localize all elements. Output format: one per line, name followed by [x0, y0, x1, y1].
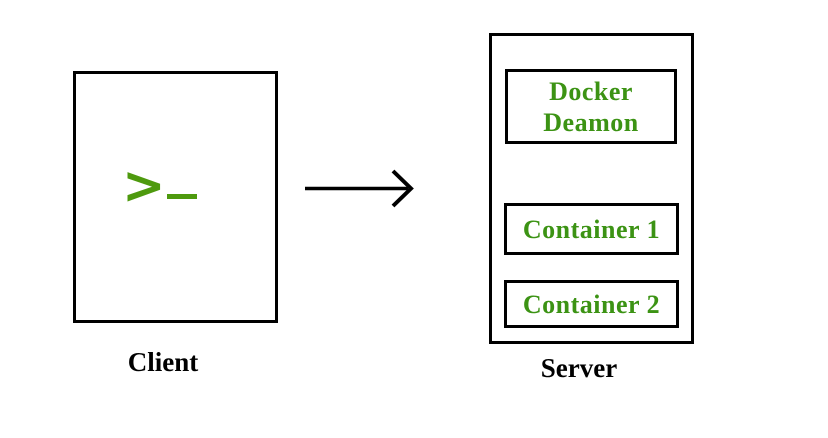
- container-2-box: Container 2: [504, 280, 679, 328]
- prompt-underscore-icon: [167, 194, 197, 199]
- terminal-prompt-icon: >: [122, 160, 202, 212]
- server-label: Server: [540, 353, 618, 383]
- container-1-box: Container 1: [504, 203, 679, 255]
- docker-daemon-label-line1: Docker: [549, 76, 633, 106]
- client-label: Client: [127, 347, 199, 377]
- docker-daemon-label-line2: Deamon: [543, 107, 639, 137]
- docker-daemon-box: Docker Deamon: [505, 69, 677, 144]
- container-1-label: Container 1: [522, 214, 661, 244]
- container-2-label: Container 2: [522, 289, 661, 319]
- prompt-chevron-icon: >: [122, 156, 166, 216]
- right-arrow-icon: [305, 169, 414, 208]
